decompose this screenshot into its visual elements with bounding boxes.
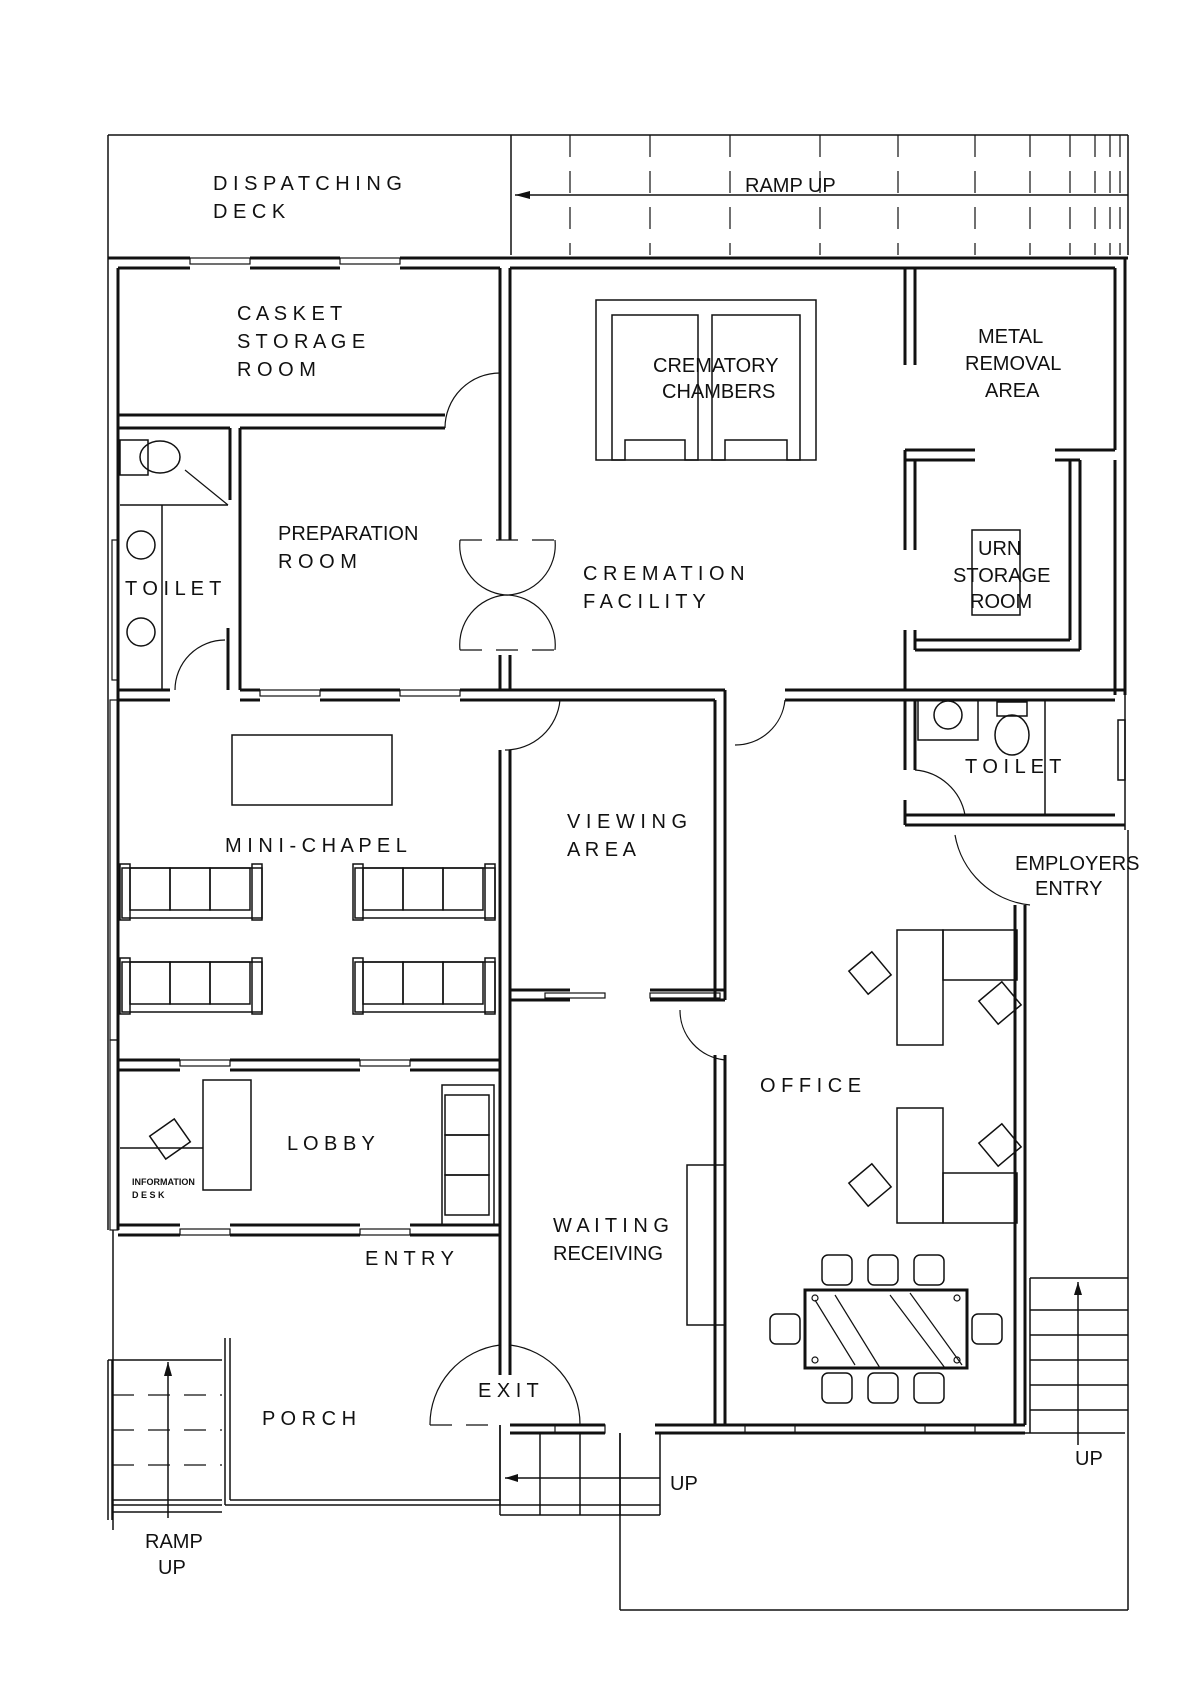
pew [352, 957, 496, 1015]
pew [352, 863, 496, 921]
label-urn-2: STORAGE [953, 565, 1050, 587]
label-ramp-up-left-1: RAMP [145, 1531, 203, 1553]
label-lobby: L O B B Y [287, 1133, 375, 1155]
label-waiting-2: RECEIVING [553, 1243, 663, 1265]
label-toilet-right: T O I L E T [965, 756, 1061, 778]
label-up-right: UP [1075, 1448, 1103, 1470]
label-porch: P O R C H [262, 1408, 356, 1430]
label-casket-storage-3: R O O M [237, 359, 316, 381]
label-employers-1: EMPLOYERS [1015, 853, 1139, 875]
top-ramp [108, 134, 1129, 255]
label-info-desk-2: D E S K [132, 1190, 165, 1200]
pew [119, 863, 263, 921]
label-waiting-1: W A I T I N G [553, 1215, 669, 1237]
label-casket-storage-1: C A S K E T [237, 303, 342, 325]
label-cremation-2: F A C I L I T Y [583, 591, 706, 613]
label-mini-chapel: M I N I - C H A P E L [225, 835, 407, 857]
label-metal-removal-3: AREA [985, 380, 1040, 402]
label-cremation-1: C R E M A T I O N [583, 563, 745, 585]
right-stair-arrow-icon [1074, 1282, 1082, 1295]
label-exit: E X I T [478, 1380, 539, 1402]
ramp-arrow-icon [515, 191, 530, 199]
label-urn-3: ROOM [970, 591, 1032, 613]
label-dispatching-deck-2: D E C K [213, 201, 286, 223]
label-office: O F F I C E [760, 1075, 861, 1097]
label-preparation-1: PREPARATION [278, 523, 418, 545]
label-info-desk-1: INFORMATION [132, 1177, 195, 1187]
front-step-arrow-icon [505, 1474, 518, 1482]
label-urn-1: URN [978, 538, 1021, 560]
label-entry: E N T R Y [365, 1248, 454, 1270]
label-viewing-2: A R E A [567, 839, 637, 861]
label-crematory-2: CHAMBERS [662, 381, 775, 403]
label-metal-removal-2: REMOVAL [965, 353, 1061, 375]
label-viewing-1: V I E W I N G [567, 811, 687, 833]
label-ramp-up-top: RAMP UP [745, 175, 836, 197]
pew [119, 957, 263, 1015]
label-dispatching-deck-1: D I S P A T C H I N G [213, 173, 402, 195]
label-preparation-2: R O O M [278, 551, 357, 573]
label-metal-removal-1: METAL [978, 326, 1043, 348]
label-employers-2: ENTRY [1035, 878, 1102, 900]
label-ramp-up-left-2: UP [158, 1557, 186, 1579]
doors [109, 257, 1031, 1434]
room-labels: D I S P A T C H I N G D E C K RAMP UP C … [125, 173, 1139, 1579]
label-toilet-left: T O I L E T [125, 578, 221, 600]
fixtures [119, 299, 1126, 1404]
label-casket-storage-2: S T O R A G E [237, 331, 365, 353]
left-ramp-arrow-icon [164, 1362, 172, 1376]
label-up-bottom: UP [670, 1473, 698, 1495]
label-crematory-1: CREMATORY [653, 355, 779, 377]
